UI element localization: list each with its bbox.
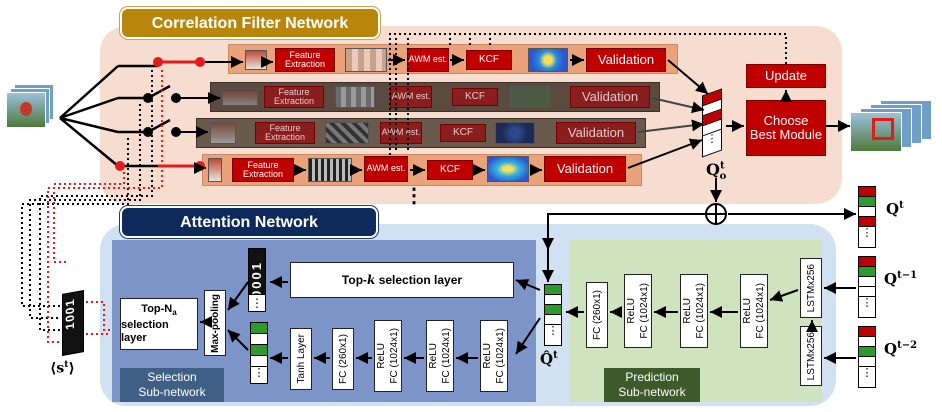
row1-awm-est: AWM est. [407, 48, 449, 72]
input-frame-stack [4, 84, 56, 136]
row2-response-map [510, 86, 550, 108]
row3-validation: Validation [556, 122, 636, 144]
score-column-selection: ⋮ [250, 322, 268, 384]
qhat-vector: ⋮ [544, 284, 562, 346]
more-modules-ellipsis: ⋮ [404, 185, 424, 207]
row2-feature-map [335, 86, 375, 108]
row4-thumbnail [208, 158, 222, 182]
row3-feature-extraction: Feature Extraction [255, 122, 315, 144]
selection-fc-260: FC (260x1) [332, 328, 354, 390]
row2-kcf: KCF [452, 88, 498, 106]
row3-thumbnail [210, 122, 236, 144]
row4-validation: Validation [544, 156, 626, 182]
row1-feature-map [345, 48, 387, 72]
q-tm2-vector: ⋮ [858, 326, 876, 388]
row1-validation: Validation [586, 48, 666, 72]
row3-kcf: KCF [440, 124, 486, 142]
row4-feature-extraction: Feature Extraction [232, 158, 294, 182]
row2-feature-extraction: Feature Extraction [264, 86, 324, 108]
s-t-label: ⟨st⟩ [50, 360, 75, 377]
q-t-vector: ⋮ [858, 186, 876, 248]
row2-validation: Validation [570, 86, 650, 108]
correlation-filter-title: Correlation Filter Network [120, 7, 380, 39]
q-tm1-label: Qt−1 [884, 270, 918, 288]
output-frame-stack [850, 100, 940, 156]
row3-response-map [495, 122, 535, 144]
row3-feature-map [325, 122, 369, 144]
row1-feature-extraction: Feature Extraction [275, 48, 335, 72]
target-bounding-box [872, 118, 894, 140]
row2-awm-est: AWM est. [390, 86, 432, 108]
row4-awm-est: AWM est. [364, 156, 408, 182]
row4-response-map [487, 156, 529, 182]
q-o-label: Qto [706, 160, 727, 183]
prediction-subnetwork-label: Prediction Sub-network [604, 368, 700, 402]
q-tm1-vector: ⋮ [858, 256, 876, 318]
top-na-selection-layer: Top-Na selection layer [120, 298, 198, 350]
row1-kcf: KCF [466, 50, 512, 70]
row1-response-map [528, 48, 568, 72]
attention-network-title: Attention Network [120, 206, 378, 238]
update-box: Update [746, 64, 826, 88]
q-t-label: Qt [886, 200, 904, 218]
row2-thumbnail [222, 88, 258, 106]
tanh-layer: Tanh Layer [290, 328, 312, 390]
q-tm2-label: Qt−2 [884, 340, 918, 358]
selection-subnetwork-label: Selection Sub-network [120, 368, 224, 402]
qhat-label: Q̂t [540, 350, 558, 368]
row4-kcf: KCF [427, 160, 473, 180]
prediction-fc-260: FC (260x1) [586, 282, 608, 348]
lstm-layer-1: LSTMx256 [800, 258, 822, 318]
top-k-selection-layer: Top-k selection layer [290, 262, 514, 298]
binary-vector-top-ellipsis: ⋮ [248, 294, 266, 312]
